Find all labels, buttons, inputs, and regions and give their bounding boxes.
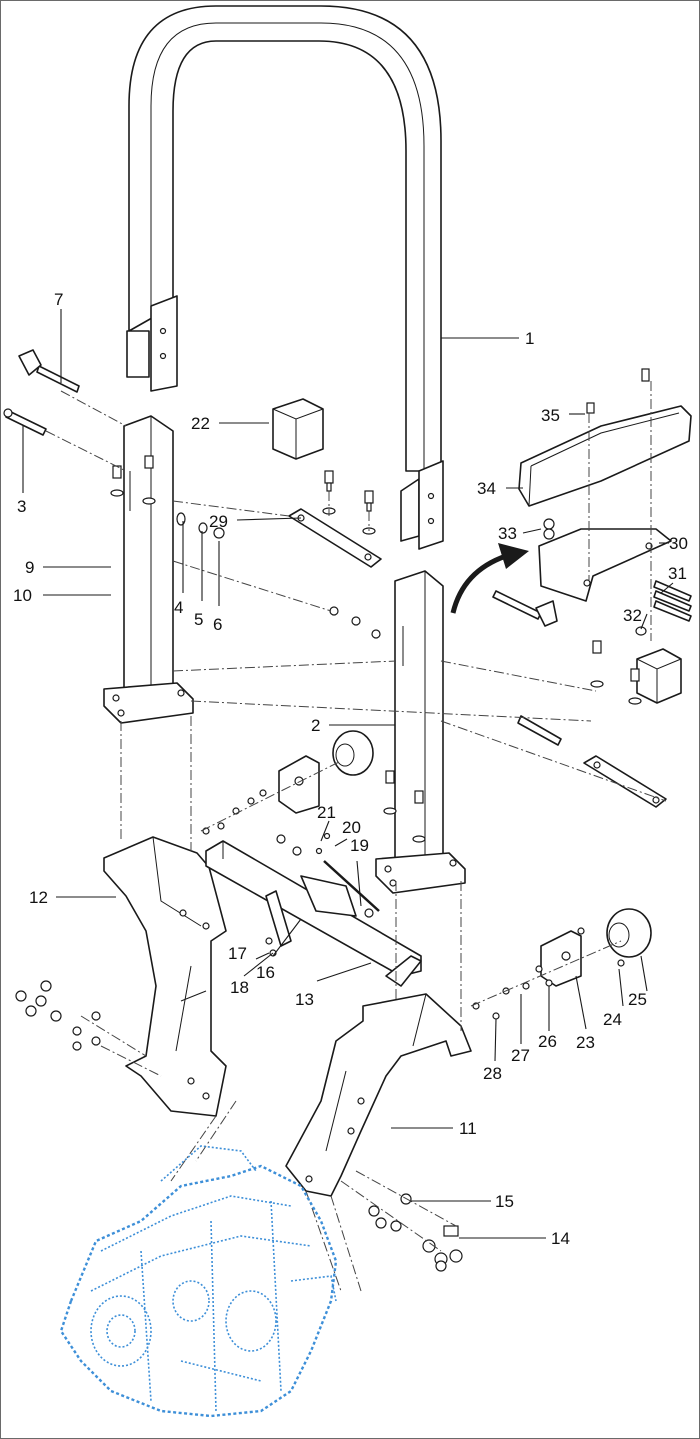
- callout-33: 33: [498, 524, 517, 543]
- callout-6: 6: [213, 615, 222, 634]
- pins-and-bolts: [3, 349, 692, 746]
- callout-labels: 1 2 3 4 5 6 7 9 10 11 12 13 14 15 16 17 …: [13, 290, 688, 1248]
- relay-boxes: [272, 398, 682, 704]
- callout-25: 25: [628, 990, 647, 1009]
- callout-2: 2: [311, 716, 320, 735]
- callout-15: 15: [495, 1192, 514, 1211]
- callout-26: 26: [538, 1032, 557, 1051]
- callout-23: 23: [576, 1033, 595, 1052]
- mount-plates: [288, 508, 667, 808]
- callout-27: 27: [511, 1046, 530, 1065]
- callout-16: 16: [256, 963, 275, 982]
- alignment-lines: [45, 381, 667, 1292]
- callout-14: 14: [551, 1229, 570, 1248]
- callout-3: 3: [17, 497, 26, 516]
- cross-member: [205, 840, 422, 987]
- callout-10: 10: [13, 586, 32, 605]
- rollbar-left-post: [103, 415, 194, 724]
- callout-28: 28: [483, 1064, 502, 1083]
- callout-4: 4: [174, 598, 183, 617]
- tool-tray: [518, 405, 692, 602]
- rollbar-right-post: [375, 570, 466, 894]
- transmission-housing: [59, 1145, 338, 1418]
- small-hardware: [15, 368, 650, 1272]
- callout-13: 13: [295, 990, 314, 1009]
- bracket-right: [285, 993, 472, 1197]
- leader-lines: [22, 309, 674, 1239]
- callout-11: 11: [459, 1119, 477, 1138]
- callout-24: 24: [603, 1010, 622, 1029]
- callout-12: 12: [29, 888, 48, 907]
- callout-30: 30: [669, 534, 688, 553]
- rollbar-upper-frame: [126, 5, 444, 550]
- callout-21: 21: [317, 803, 336, 822]
- callout-7: 7: [54, 290, 63, 309]
- callout-17: 17: [228, 944, 247, 963]
- callout-9: 9: [25, 558, 34, 577]
- callout-1: 1: [525, 329, 534, 348]
- callout-22: 22: [191, 414, 210, 433]
- callout-31: 31: [668, 564, 687, 583]
- callout-29: 29: [209, 512, 228, 531]
- callout-19: 19: [350, 836, 369, 855]
- cushion-bracket-left: [278, 730, 374, 814]
- callout-34: 34: [477, 479, 496, 498]
- callout-18: 18: [230, 978, 249, 997]
- callout-32: 32: [623, 606, 642, 625]
- callout-35: 35: [541, 406, 560, 425]
- cushion-bracket-right: [540, 908, 652, 987]
- bracket-left: [103, 836, 227, 1117]
- callout-5: 5: [194, 610, 203, 629]
- direction-arrow: [450, 543, 529, 614]
- callout-20: 20: [342, 818, 361, 837]
